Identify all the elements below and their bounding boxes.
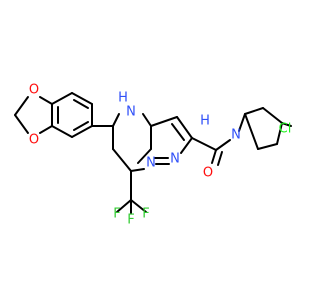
bond xyxy=(71,125,93,138)
bond xyxy=(191,137,217,151)
oxygen-atom-label: O xyxy=(29,133,39,148)
fluorine-atom-label: F xyxy=(113,207,120,222)
bond xyxy=(39,125,53,134)
bond xyxy=(14,96,29,116)
bond xyxy=(73,121,89,131)
bond xyxy=(150,116,178,127)
hydrogen-atom-label: H xyxy=(200,114,210,129)
nitrogen-atom-label: N xyxy=(170,152,180,167)
bond xyxy=(257,143,278,150)
bond xyxy=(171,123,185,141)
bond xyxy=(238,113,246,132)
bond xyxy=(215,139,231,151)
bond xyxy=(180,137,193,154)
bonds xyxy=(14,92,292,214)
chlorine-atom-label: Cl xyxy=(279,122,292,137)
oxygen-atom-label: O xyxy=(29,83,39,98)
bond xyxy=(116,199,132,213)
atom-labels: O O N H N N N H O Cl F F F xyxy=(29,83,291,228)
bond xyxy=(73,99,89,109)
bond xyxy=(244,113,259,150)
bond xyxy=(14,114,29,134)
bond xyxy=(112,113,120,127)
bond xyxy=(51,125,73,138)
bond xyxy=(130,168,145,172)
nitrogen-atom-label: N xyxy=(231,128,241,143)
bond xyxy=(176,116,193,139)
bond xyxy=(112,148,132,172)
bond xyxy=(217,151,223,166)
hydrogen-atom-label: H xyxy=(118,91,128,106)
fluorine-atom-label: F xyxy=(142,207,149,222)
oxygen-atom-label: O xyxy=(203,166,213,181)
bond xyxy=(281,122,292,127)
bond xyxy=(130,199,147,213)
bond xyxy=(142,113,152,127)
nitrogen-atom-label: N xyxy=(126,105,136,120)
bond xyxy=(51,92,73,105)
bond xyxy=(137,148,152,164)
bond xyxy=(262,107,283,124)
fluorine-atom-label: F xyxy=(127,213,134,228)
bond xyxy=(276,122,283,145)
bond xyxy=(211,149,217,164)
molecule-structure-diagram: O O N H N N N H O Cl F F F xyxy=(14,82,292,228)
bond xyxy=(71,92,93,105)
bond xyxy=(244,107,264,115)
bond xyxy=(39,96,53,105)
nitrogen-atom-label: N xyxy=(146,156,156,171)
